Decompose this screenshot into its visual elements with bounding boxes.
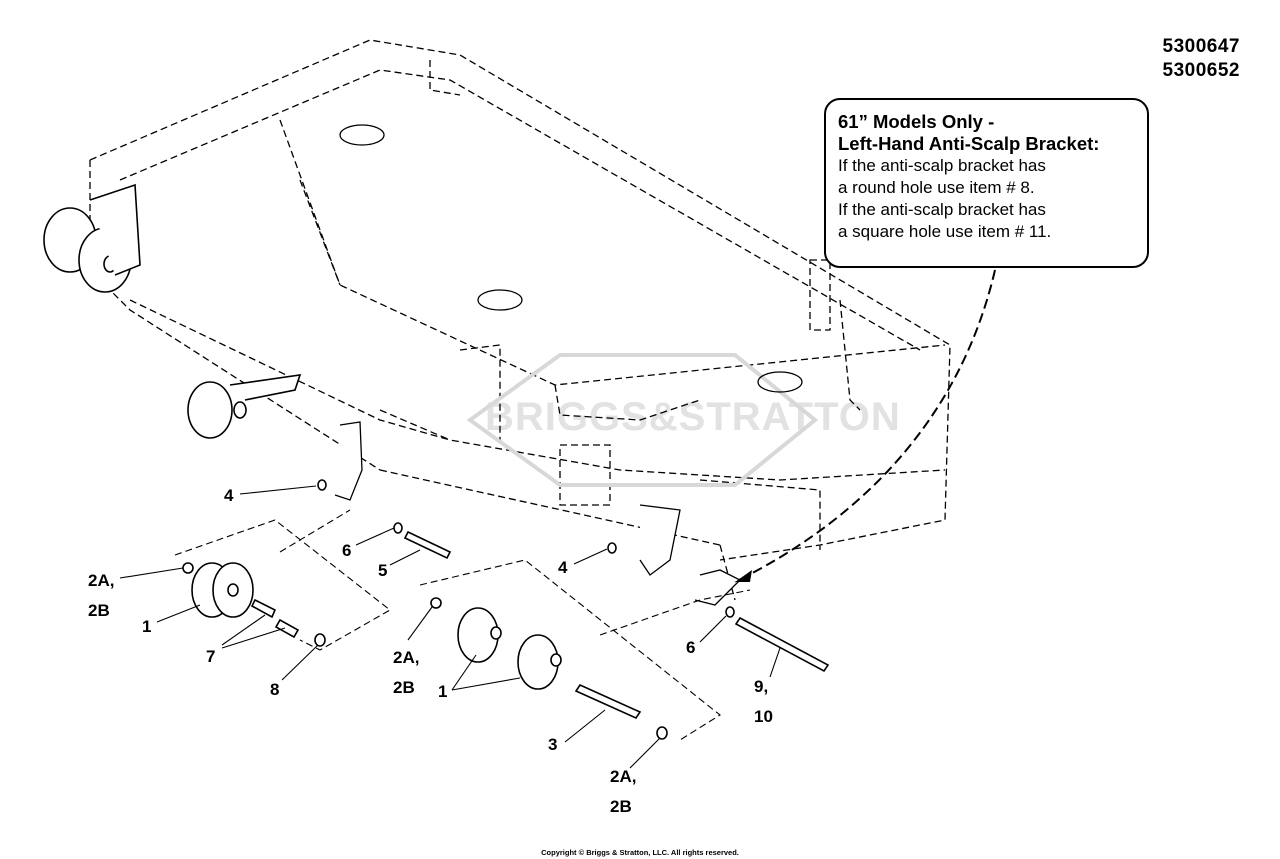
item-label-1-right: 1 xyxy=(438,682,448,701)
copyright-notice: Copyright © Briggs & Stratton, LLC. All … xyxy=(541,848,739,857)
deck-outline xyxy=(89,39,951,601)
item-label-7: 7 xyxy=(206,647,216,666)
item-label-6-right: 6 xyxy=(686,638,696,657)
callout-heading-2: Left-Hand Anti-Scalp Bracket: xyxy=(838,133,1100,154)
right-roller-assembly xyxy=(430,542,830,740)
callout-heading-1: 61” Models Only - xyxy=(838,111,995,132)
item-label-10: 10 xyxy=(754,707,773,726)
anti-scalp-brackets xyxy=(334,421,742,606)
left-roller-assembly xyxy=(182,479,452,647)
item-label-3: 3 xyxy=(548,735,558,754)
item-label-2b-right: 2B xyxy=(610,797,632,816)
item-label-2a-right: 2A, xyxy=(610,767,637,786)
item-label-8: 8 xyxy=(270,680,280,699)
callout-line-2: a round hole use item # 8. xyxy=(838,178,1035,197)
item-label-2a-left: 2A, xyxy=(88,571,115,590)
item-label-5: 5 xyxy=(378,561,388,580)
exploded-boxes xyxy=(174,509,751,741)
callout-line-4: a square hole use item # 11. xyxy=(838,222,1052,241)
item-label-4-right: 4 xyxy=(558,558,568,577)
front-caster-wheels xyxy=(43,183,302,439)
item-label-9: 9, xyxy=(754,677,769,696)
deck-holes xyxy=(339,124,803,393)
callout-arrow xyxy=(734,269,996,583)
item-label-1-left: 1 xyxy=(142,617,152,636)
leader-lines xyxy=(119,485,781,769)
callout-box: 61” Models Only - Left-Hand Anti-Scalp B… xyxy=(824,98,1149,268)
item-label-2a-mid: 2A, xyxy=(393,648,420,667)
item-label-6-left: 6 xyxy=(342,541,352,560)
callout-line-3: If the anti-scalp bracket has xyxy=(838,200,1046,219)
part-number-2: 5300652 xyxy=(1162,60,1240,81)
part-number-1: 5300647 xyxy=(1162,36,1240,57)
item-label-4-left: 4 xyxy=(224,486,234,505)
item-label-2b-mid: 2B xyxy=(393,678,415,697)
item-label-2b-left: 2B xyxy=(88,601,110,620)
callout-line-1: If the anti-scalp bracket has xyxy=(838,156,1046,175)
